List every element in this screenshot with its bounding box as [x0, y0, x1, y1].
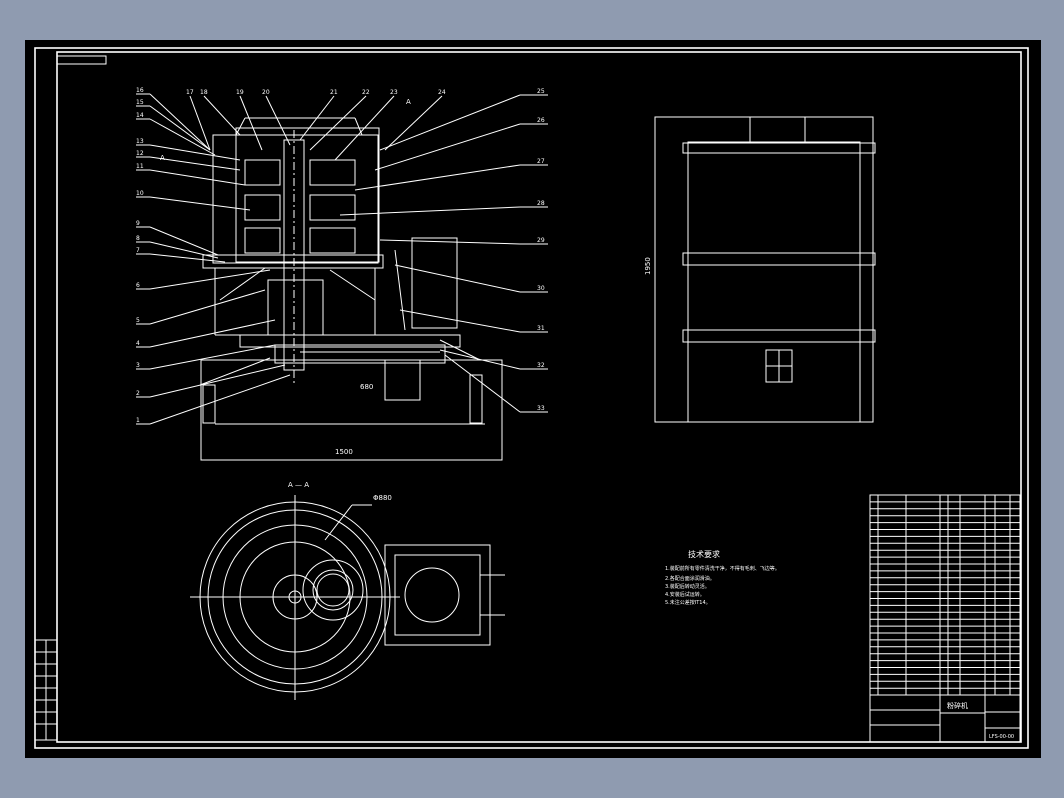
dim-height: 1950 — [644, 257, 652, 275]
leader-line — [374, 123, 521, 171]
part-number-label: 33 — [537, 405, 545, 412]
inner-frame — [56, 51, 1022, 743]
part-number-label: 8 — [136, 235, 140, 242]
dim-diameter: Φ880 — [373, 494, 392, 502]
part-number-label: 4 — [136, 340, 140, 347]
outer-frame — [34, 47, 1029, 749]
dim-width: 1500 — [335, 448, 353, 456]
leader-line — [149, 156, 241, 171]
part-number-label: 17 — [186, 89, 194, 96]
part-number-label: 30 — [537, 285, 545, 292]
leader-line — [189, 95, 211, 151]
part-number-label: 20 — [262, 89, 270, 96]
part-number-label: 11 — [136, 163, 144, 170]
part-number-label: 29 — [537, 237, 545, 244]
part-number-label: 24 — [438, 89, 446, 96]
leader-line — [149, 144, 241, 161]
front-section-view — [199, 117, 503, 461]
part-number-label: 21 — [330, 89, 338, 96]
part-number-label: 28 — [537, 200, 545, 207]
leader-line — [149, 169, 246, 186]
leader-line — [265, 95, 291, 146]
leader-line — [394, 264, 521, 293]
leader-line — [299, 95, 335, 141]
leader-line — [444, 354, 521, 413]
title-block: 粉碎机 LFS-00-00 — [869, 694, 1021, 743]
leader-line — [334, 95, 395, 161]
part-number-label: 16 — [136, 87, 144, 94]
front-view-dimensions: 1500 680 A A — [160, 98, 411, 456]
part-number-label: 27 — [537, 158, 545, 165]
part-number-label: 23 — [390, 89, 398, 96]
part-number-label: 10 — [136, 190, 144, 197]
leader-line — [379, 239, 521, 245]
tech-req-line: 4.安装后试运转。 — [665, 591, 705, 598]
leader-line — [149, 289, 266, 325]
tech-req-line: 3.装配后转动灵活。 — [665, 583, 710, 590]
leader-line — [149, 226, 219, 256]
part-number-label: 5 — [136, 317, 140, 324]
drawing-name: 粉碎机 — [947, 701, 968, 710]
tech-req-line: 1.装配前所有零件清洗干净，不得有毛刺、飞边等。 — [665, 565, 780, 572]
section-marker-right: A — [406, 98, 411, 106]
technical-requirements: 技术要求 1.装配前所有零件清洗干净，不得有毛刺、飞边等。 2.各配合面涂润滑油… — [665, 549, 780, 606]
leader-line — [149, 241, 219, 259]
tech-req-line: 2.各配合面涂润滑油。 — [665, 575, 715, 582]
section-marker: A — [160, 154, 165, 162]
part-number-label: 1 — [136, 417, 140, 424]
part-number-label: 14 — [136, 112, 144, 119]
leader-line — [149, 93, 211, 151]
part-number-label: 19 — [236, 89, 244, 96]
corner-code-box — [56, 55, 107, 65]
part-number-label: 18 — [200, 89, 208, 96]
left-margin-table — [34, 639, 58, 741]
part-number-label: 22 — [362, 89, 370, 96]
part-number-label: 26 — [537, 117, 545, 124]
leader-line — [309, 95, 367, 151]
part-number-label: 7 — [136, 247, 140, 254]
leader-line — [239, 95, 263, 151]
side-view: 1950 — [644, 116, 876, 423]
drawing-number: LFS-00-00 — [989, 734, 1014, 740]
part-number-label: 31 — [537, 325, 545, 332]
tech-req-line: 5.未注公差按IT14。 — [665, 599, 711, 606]
leader-line — [379, 94, 521, 151]
section-title: A — A — [288, 481, 309, 489]
part-number-label: 32 — [537, 362, 545, 369]
leader-line — [149, 374, 291, 425]
leader-line — [149, 253, 226, 263]
tech-req-title: 技术要求 — [688, 549, 720, 559]
leader-line — [149, 319, 276, 348]
leader-line — [203, 95, 241, 136]
part-number-label: 13 — [136, 138, 144, 145]
leader-line — [439, 349, 521, 370]
plan-section-view: A — A Φ880 — [190, 481, 505, 700]
part-number-label: 6 — [136, 282, 140, 289]
part-number-label: 25 — [537, 88, 545, 95]
leader-line — [399, 309, 521, 333]
leader-line — [149, 364, 286, 398]
parts-list-table — [869, 494, 1021, 696]
dim-inner: 680 — [360, 383, 373, 391]
leader-line — [354, 164, 521, 191]
leader-line — [384, 95, 443, 151]
leader-line — [149, 269, 271, 290]
part-number-label: 2 — [136, 390, 140, 397]
part-number-label: 12 — [136, 150, 144, 157]
part-number-label: 3 — [136, 362, 140, 369]
leader-line — [149, 344, 276, 370]
leader-line — [149, 105, 211, 151]
leader-line — [339, 206, 521, 216]
part-number-label: 9 — [136, 220, 140, 227]
leader-line — [149, 118, 216, 156]
leader-line — [149, 196, 251, 211]
part-number-label: 15 — [136, 99, 144, 106]
